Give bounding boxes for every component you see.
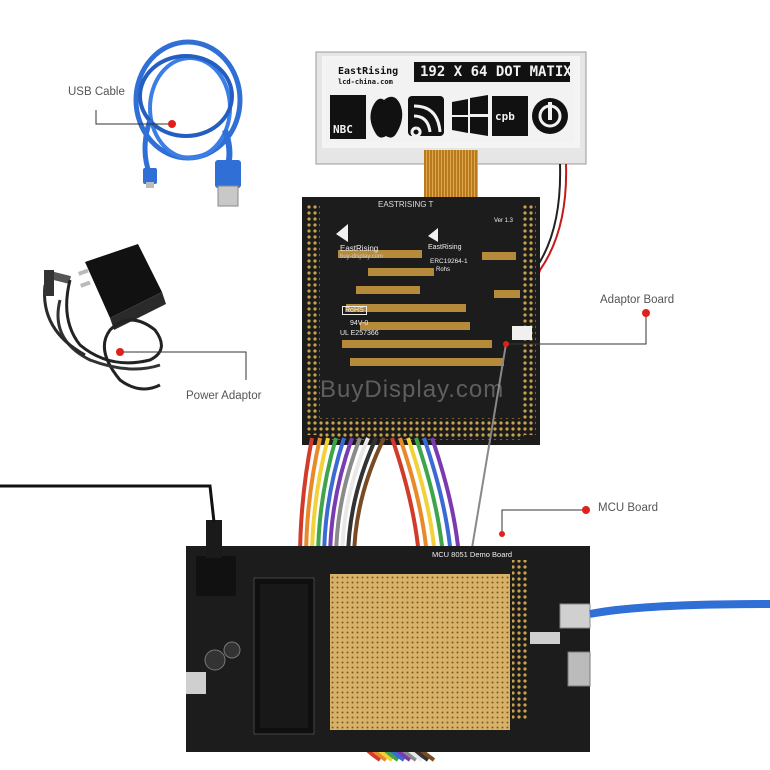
mcu-board-anchor-dot bbox=[499, 531, 505, 537]
windows-logo-icon bbox=[452, 95, 488, 136]
callout-lines bbox=[95, 110, 647, 534]
cert-mark: 94V-0 bbox=[350, 320, 369, 327]
module-name: ERC19264-1 bbox=[430, 258, 468, 265]
callout-dots bbox=[116, 120, 650, 537]
module-brand: EastRising bbox=[428, 244, 462, 251]
ul-mark: UL E257366 bbox=[340, 330, 379, 337]
eastrising-logo-icon-2 bbox=[428, 228, 438, 242]
mcu-board bbox=[186, 520, 591, 752]
rohs-mark: RoHS bbox=[342, 306, 367, 315]
module-rohs: Rohs bbox=[436, 267, 451, 273]
cpb-logo-icon bbox=[492, 96, 528, 136]
sd-card-slot bbox=[567, 651, 591, 687]
adaptor-board-brand-url: buy-display.com bbox=[340, 254, 383, 260]
power-cable bbox=[0, 484, 216, 523]
usb-cable-right bbox=[589, 600, 770, 618]
lcd-headline: 192 X 64 DOT MATIX bbox=[420, 64, 572, 80]
usb-cable-image bbox=[133, 39, 243, 207]
adaptor-board bbox=[302, 197, 540, 445]
lcd-brand: EastRising bbox=[338, 66, 399, 77]
mcu-board-dot bbox=[582, 506, 590, 514]
lcd-cpb-text: cpb bbox=[495, 110, 515, 123]
power-adaptor-image bbox=[43, 244, 166, 391]
usb-socket bbox=[186, 672, 206, 694]
board-version: Ver 1.3 bbox=[494, 218, 514, 224]
lcd-module bbox=[315, 51, 587, 331]
adaptor-board-title: EASTRISING T bbox=[378, 200, 434, 209]
watermark: BuyDisplay.com bbox=[320, 376, 505, 403]
apple-logo-icon bbox=[370, 96, 403, 138]
usb-cable-dot bbox=[168, 120, 176, 128]
adaptor-board-dot bbox=[642, 309, 650, 317]
adaptor-board-brand: EastRising bbox=[340, 244, 379, 253]
adaptor-board-label: Adaptor Board bbox=[600, 294, 675, 306]
lcd-nbc-text: NBC bbox=[333, 123, 353, 136]
power-adaptor-label: Power Adaptor bbox=[186, 390, 262, 402]
usb-cable-label: USB Cable bbox=[68, 86, 125, 98]
adaptor-board-anchor-dot bbox=[503, 341, 509, 347]
mcu-board-title: MCU 8051 Demo Board bbox=[432, 550, 513, 559]
nbc-logo-icon bbox=[330, 95, 366, 139]
backlight-connector bbox=[512, 326, 532, 340]
prototyping-area bbox=[330, 574, 510, 730]
eastrising-logo-icon bbox=[336, 224, 348, 242]
usb-port bbox=[559, 603, 591, 629]
power-adaptor-dot bbox=[116, 348, 124, 356]
dc-jack bbox=[206, 520, 222, 558]
mcu-board-label: MCU Board bbox=[598, 502, 659, 514]
lcd-brand-url: lcd-china.com bbox=[338, 78, 393, 86]
